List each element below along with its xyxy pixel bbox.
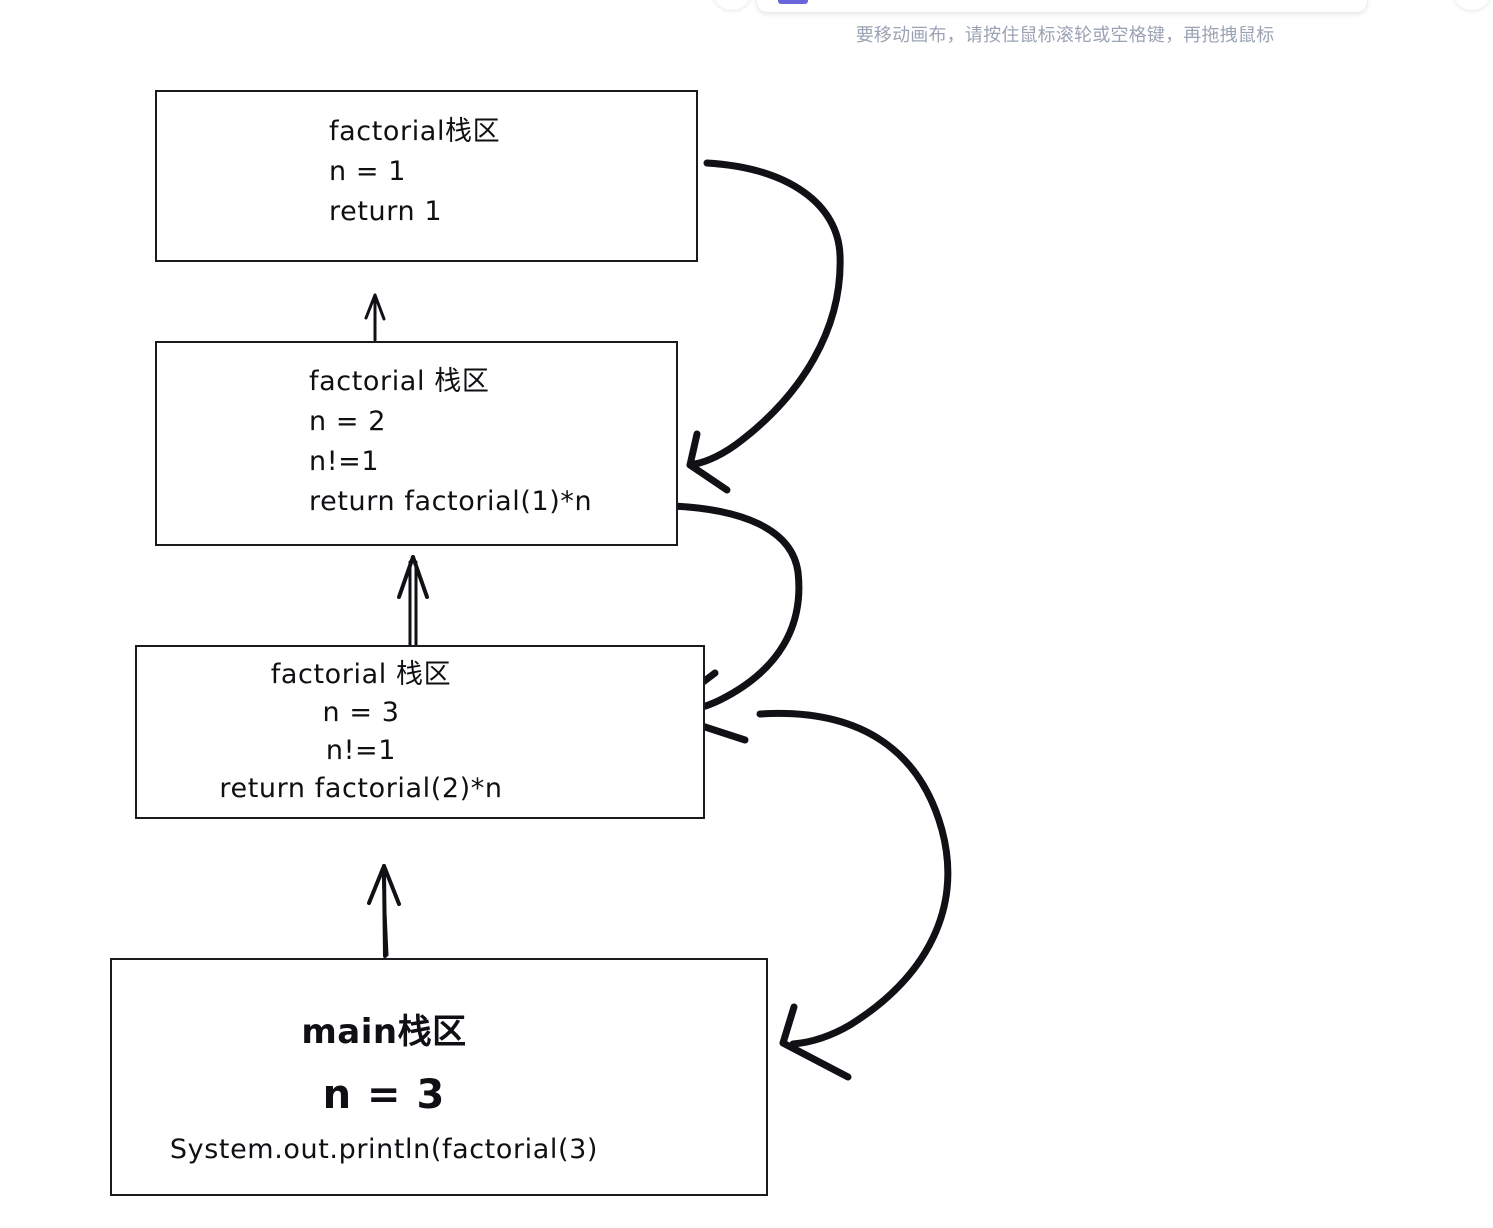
frame-line: return factorial(2)*n bbox=[219, 773, 503, 804]
stack-frame-factorial-1-text: factorial栈区 n = 1 return 1 bbox=[329, 112, 696, 232]
stack-frame-factorial-2-text: factorial 栈区 n = 2 n!=1 return factorial… bbox=[309, 362, 676, 522]
stack-frame-factorial-1[interactable]: factorial栈区 n = 1 return 1 bbox=[155, 90, 698, 262]
frame-line: n = 2 bbox=[309, 406, 387, 437]
arrow-call-factorial2-to-factorial1 bbox=[364, 293, 386, 342]
arrow-call-main-to-factorial3 bbox=[367, 864, 401, 958]
stack-frame-main-text: main栈区 n = 3 System.out.println(factoria… bbox=[112, 1002, 766, 1172]
frame-line: n!=1 bbox=[325, 735, 397, 766]
frame-line: n!=1 bbox=[309, 446, 380, 477]
toolbar-right-round-button[interactable] bbox=[1452, 0, 1492, 10]
active-tool-indicator[interactable] bbox=[778, 0, 808, 4]
canvas-pan-hint: 要移动画布，请按住鼠标滚轮或空格键，再拖拽鼠标 bbox=[855, 25, 1275, 46]
toolbar-left-round-button[interactable] bbox=[712, 0, 752, 10]
arrow-return-factorial1-to-factorial2 bbox=[686, 159, 844, 494]
frame-variable: n = 3 bbox=[322, 1072, 446, 1118]
frame-line: n = 3 bbox=[322, 697, 400, 728]
frame-line: return 1 bbox=[329, 196, 443, 227]
arrow-return-factorial3-to-main bbox=[756, 709, 952, 1081]
frame-line: factorial栈区 bbox=[329, 116, 501, 147]
toolbar-panel[interactable] bbox=[757, 0, 1367, 12]
stack-frame-factorial-3-text: factorial 栈区 n = 3 n!=1 return factorial… bbox=[137, 656, 703, 808]
frame-line: return factorial(1)*n bbox=[309, 486, 593, 517]
stack-frame-factorial-3[interactable]: factorial 栈区 n = 3 n!=1 return factorial… bbox=[135, 645, 705, 819]
frame-line: n = 1 bbox=[329, 156, 407, 187]
stack-frame-main[interactable]: main栈区 n = 3 System.out.println(factoria… bbox=[110, 958, 768, 1196]
arrow-call-factorial3-to-factorial2 bbox=[397, 555, 429, 648]
frame-line: factorial 栈区 bbox=[270, 659, 452, 690]
frame-line: factorial 栈区 bbox=[309, 366, 490, 397]
frame-code: System.out.println(factorial(3) bbox=[169, 1134, 599, 1165]
frame-title: main栈区 bbox=[301, 1012, 467, 1052]
stack-frame-factorial-2[interactable]: factorial 栈区 n = 2 n!=1 return factorial… bbox=[155, 341, 678, 546]
